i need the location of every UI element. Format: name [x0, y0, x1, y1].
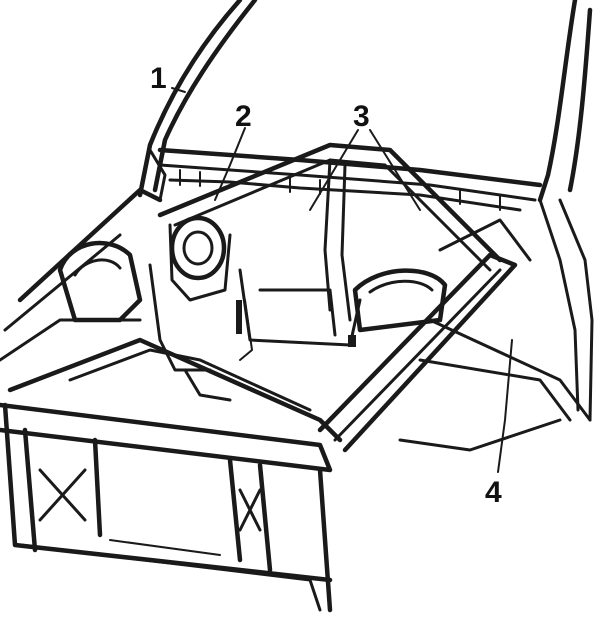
callout-1: 1 [150, 62, 167, 95]
left-wheelhouse [0, 187, 163, 362]
strut-braces [157, 142, 503, 322]
left-strut-tower [168, 215, 232, 302]
a-pillar-right [537, 0, 594, 422]
leader-line-4 [497, 339, 513, 473]
leader-line-3a [309, 129, 359, 211]
leader-line-3b [369, 129, 421, 211]
callout-4: 4 [485, 476, 502, 509]
a-pillar-left [137, 0, 258, 202]
right-apron-rail [317, 252, 592, 453]
cowl-panel [157, 147, 543, 212]
radiator-support [0, 402, 333, 613]
left-inner-rail [7, 263, 343, 443]
leader-line-2 [214, 127, 246, 201]
right-wheelhouse [352, 218, 532, 333]
leader-line-1 [171, 87, 186, 93]
callout-2: 2 [235, 100, 252, 133]
firewall [236, 268, 362, 361]
leader-lines [171, 87, 513, 473]
callout-3: 3 [353, 100, 370, 133]
